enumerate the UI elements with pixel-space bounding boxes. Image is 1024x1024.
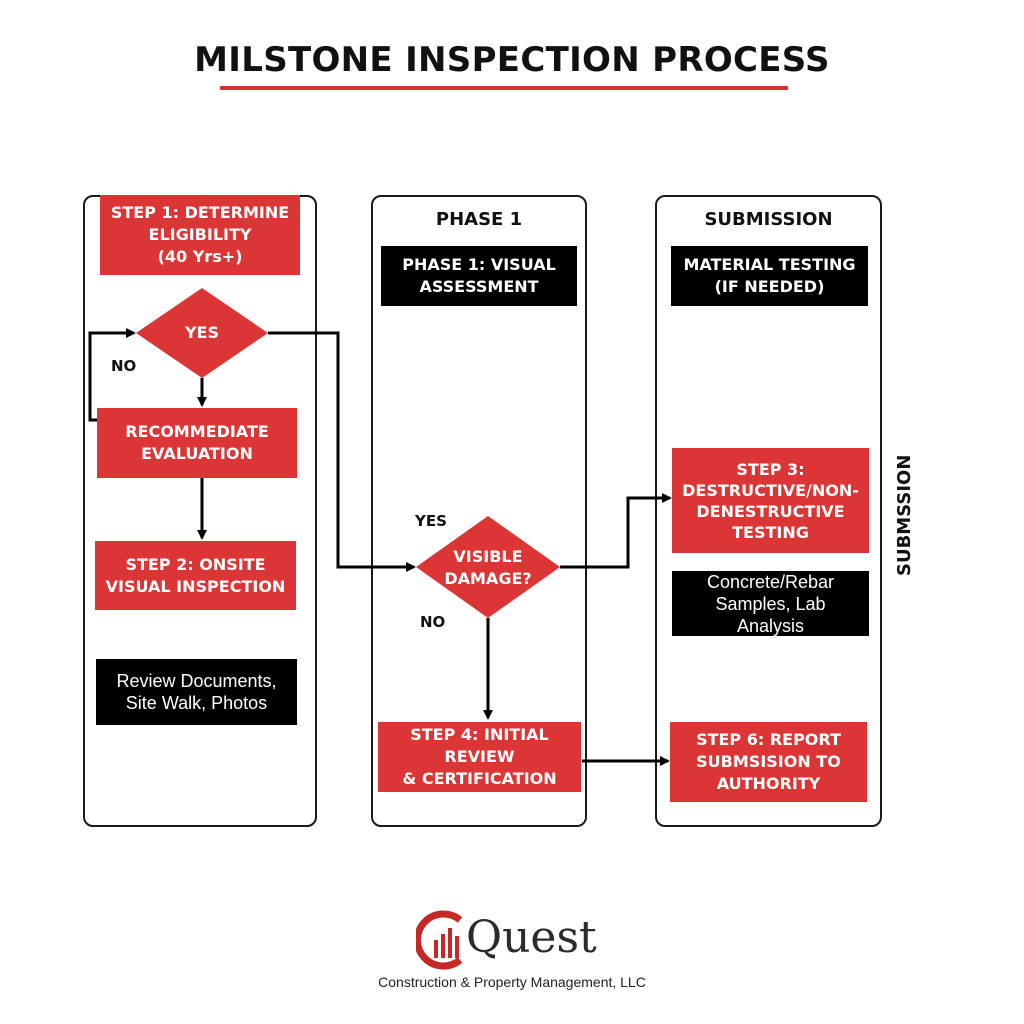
arrow-no-loop: [88, 328, 136, 422]
no-label-middle: NO: [420, 613, 446, 631]
no-label-left: NO: [111, 357, 137, 375]
arrow-yes-to-visible-damage: [268, 331, 416, 572]
concrete-rebar-samples-box: Concrete/Rebar Samples, Lab Analysis: [672, 571, 869, 636]
phase1-visual-assessment: PHASE 1: VISUAL ASSESSMENT: [381, 246, 577, 306]
decision-diamond-visible-damage: [416, 516, 560, 618]
arrow-visible-damage-to-step3: [560, 493, 672, 569]
step1-determine-eligibility: STEP 1: DETERMINE ELIGIBILITY (40 Yrs+): [100, 195, 300, 275]
decision-diamond-yes: [136, 288, 268, 378]
submission-header: SUBMISSION: [704, 209, 833, 230]
yes-label-middle: YES: [415, 512, 447, 530]
page-title: MILSTONE INSPECTION PROCESS: [194, 40, 830, 80]
step3-destructive-testing: STEP 3: DESTRUCTIVE/NON- DENESTRUCTIVE T…: [672, 448, 869, 553]
recommediate-evaluation: RECOMMEDIATE EVALUATION: [97, 408, 297, 478]
visible-damage-label: VISIBLE DAMAGE?: [444, 547, 532, 588]
logo-name: Quest: [466, 912, 597, 963]
review-documents-box: Review Documents, Site Walk, Photos: [96, 659, 297, 725]
step6-report-submission: STEP 6: REPORT SUBMSISION TO AUTHORITY: [670, 722, 867, 802]
logo-subtitle: Construction & Property Management, LLC: [378, 974, 646, 990]
step2-onsite-visual-inspection: STEP 2: ONSITE VISUAL INSPECTION: [95, 541, 296, 610]
building-logo-icon: [416, 910, 463, 970]
decision-yes-label: YES: [184, 323, 220, 342]
side-submission-label: SUBMSSION: [894, 454, 915, 576]
step4-initial-review-certification: STEP 4: INITIAL REVIEW & CERTIFICATION: [378, 722, 581, 792]
phase1-header: PHASE 1: [435, 209, 523, 230]
material-testing-box: MATERIAL TESTING (IF NEEDED): [671, 246, 868, 306]
title-underline: [220, 86, 788, 90]
